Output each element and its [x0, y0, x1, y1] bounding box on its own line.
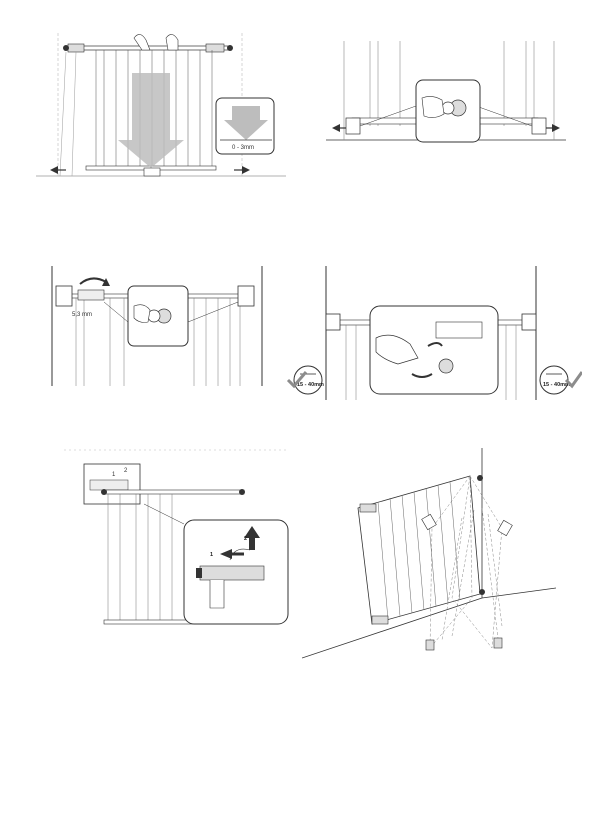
callout-measurement: 0 - 3mm [232, 145, 254, 151]
step-4-illustration: 15 - 40mm 15 - 40mm [286, 262, 582, 400]
gap-measurement: 5,3 mm [72, 312, 92, 318]
right-range-label: 15 - 40mm [543, 382, 570, 388]
step-5-illustration: 1 2 1 2 [60, 446, 292, 632]
step-3-illustration: 5,3 mm [44, 262, 270, 392]
left-range-label: 15 - 40mm [297, 382, 324, 388]
step-1-illustration: 0 - 3mm [36, 28, 286, 188]
step-2-illustration [326, 36, 566, 151]
step5-callout-label-1: 1 [210, 552, 213, 558]
step-6-illustration [302, 448, 558, 660]
step5-callout-label-2: 2 [244, 536, 247, 542]
